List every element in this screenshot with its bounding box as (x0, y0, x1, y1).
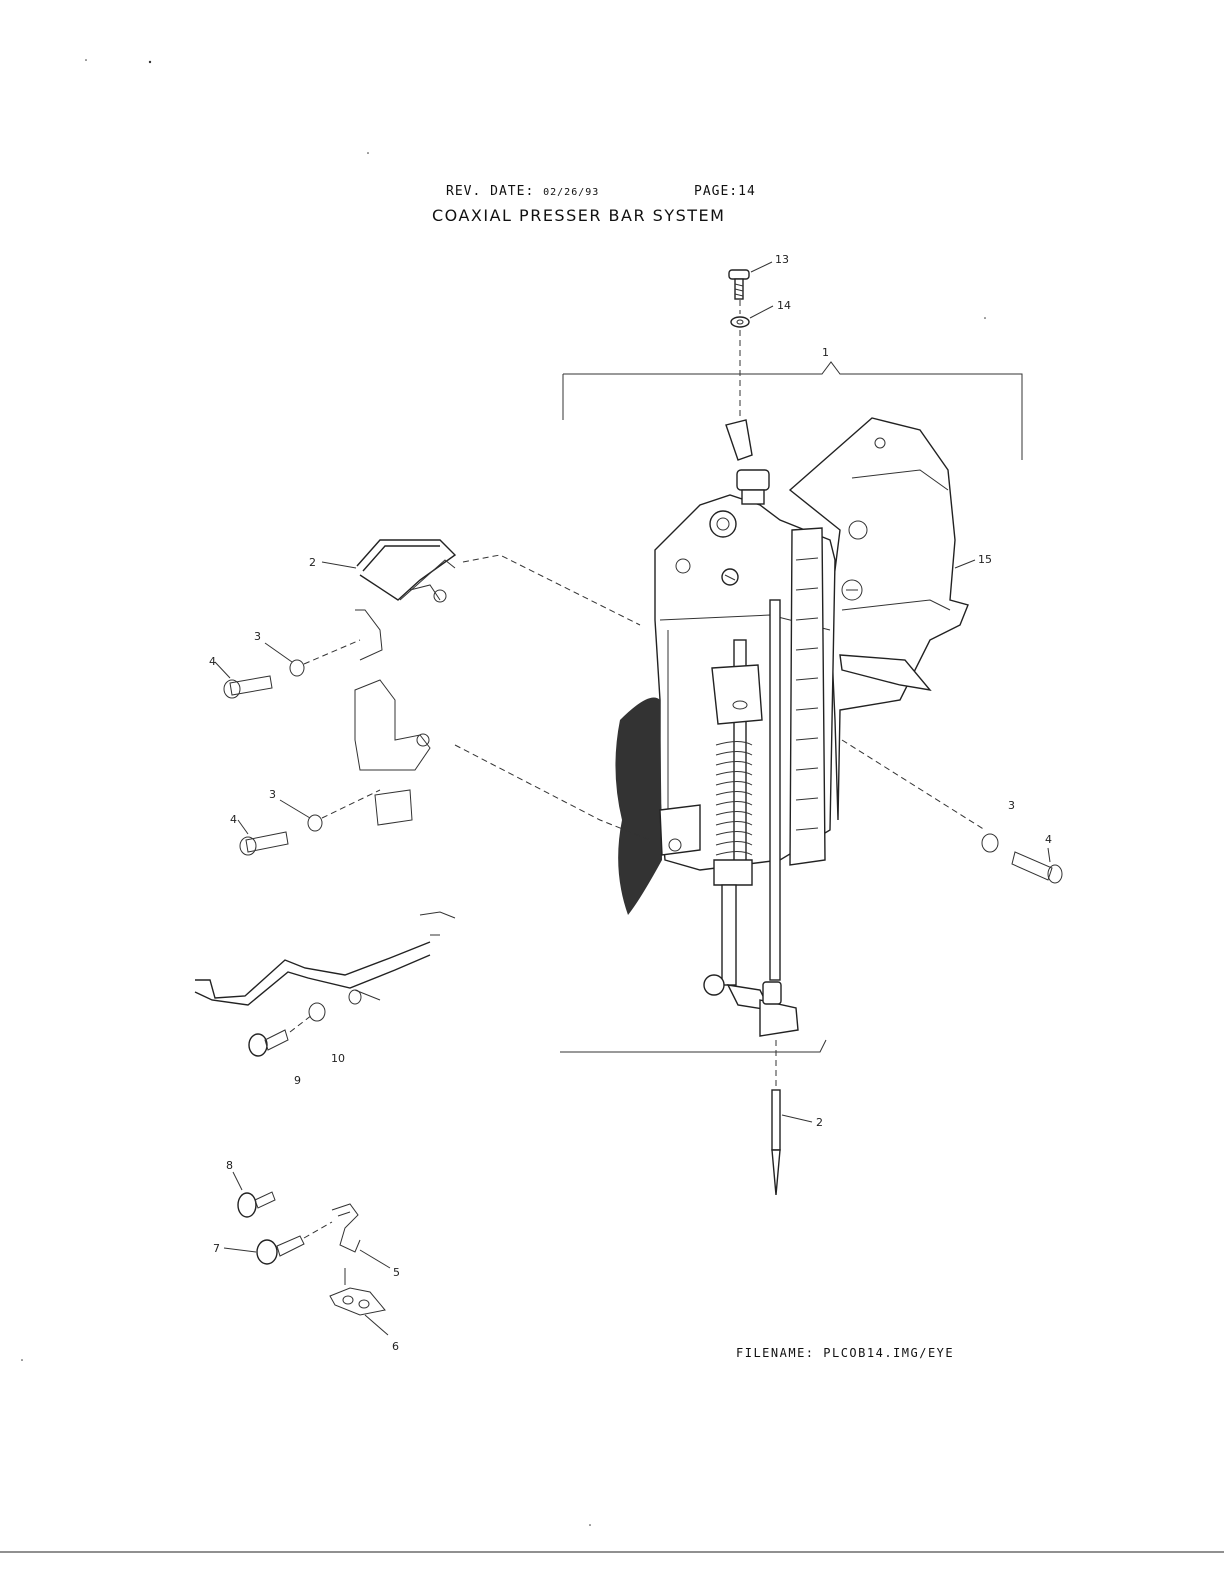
callout-5: 5 (393, 1266, 400, 1279)
revision-header: REV. DATE: 02/26/93 PAGE:14 (446, 184, 755, 199)
screw-washer-group-a (214, 639, 361, 699)
clip-5-part (331, 1203, 391, 1269)
middle-plate-part (354, 679, 431, 826)
callout-14: 14 (777, 299, 791, 312)
callout-10: 10 (331, 1052, 345, 1065)
assembly-1-bracket (560, 361, 1023, 1053)
callout-13: 13 (775, 253, 789, 266)
callout-4b: 4 (230, 813, 237, 826)
thumbscrew-8-part (232, 1171, 276, 1218)
callout-12: 2 (816, 1116, 823, 1129)
wire-bracket-2-part (321, 539, 457, 661)
callout-7: 7 (213, 1242, 220, 1255)
callout-8: 8 (226, 1159, 233, 1172)
screw-washer-group-b (237, 789, 381, 856)
presser-lever-part (194, 911, 456, 1057)
rev-date-label: REV. DATE: (446, 184, 535, 199)
rev-date-value: 02/26/93 (543, 187, 600, 198)
thumbscrew-7-part (223, 1221, 333, 1265)
needle-12-part (771, 1040, 813, 1196)
screw-washer-group-c (981, 833, 1063, 884)
screw-13-part (728, 261, 773, 300)
callout-15: 15 (978, 553, 992, 566)
callout-2: 2 (309, 556, 316, 569)
plate-6-part (329, 1268, 389, 1336)
callout-3c: 3 (1008, 799, 1015, 812)
callout-3a: 3 (254, 630, 261, 643)
callout-3b: 3 (269, 788, 276, 801)
callout-4c: 4 (1045, 833, 1052, 846)
page-number: PAGE:14 (694, 184, 756, 199)
presser-spring (713, 741, 753, 886)
filename-label: FILENAME: PLCOB14.IMG/EYE (736, 1346, 955, 1360)
callout-9: 9 (294, 1074, 301, 1087)
diagram-title: COAXIAL PRESSER BAR SYSTEM (432, 206, 726, 225)
callout-6: 6 (392, 1340, 399, 1353)
washer-14-part (730, 305, 774, 328)
callout-4a: 4 (209, 655, 216, 668)
presser-bar-assembly (615, 417, 969, 1037)
callout-1: 1 (822, 346, 829, 359)
